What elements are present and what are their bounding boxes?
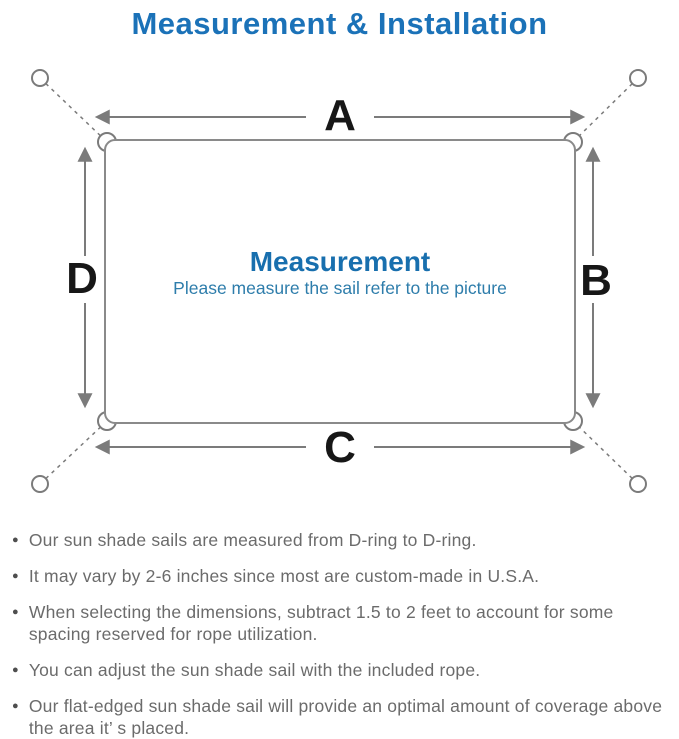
anchor-point-top-right [629,69,647,87]
note-text: When selecting the dimensions, subtract … [28,602,614,644]
notes-list: ● Our sun shade sails are measured from … [0,529,679,739]
page-title: Measurement & Installation [131,6,548,41]
guy-line-top-right [572,77,639,143]
note-text: Our flat-edged sun shade sail will provi… [28,696,663,738]
anchor-point-bottom-right [629,475,647,493]
sail-center-subtitle: Please measure the sail refer to the pic… [173,278,507,298]
measurement-diagram: A B C D Measurement Please measure the s… [0,60,679,520]
anchor-point-top-left [31,69,49,87]
note-item: ● It may vary by 2-6 inches since most a… [12,565,671,587]
dim-label-c: C [324,423,356,472]
guy-line-top-left [39,77,108,143]
sail-outline [104,139,576,424]
note-text: Our sun shade sails are measured from D-… [28,530,477,550]
anchor-point-bottom-left [31,475,49,493]
dim-label-d: D [66,254,98,303]
bullet-icon: ● [12,606,19,618]
bullet-icon: ● [12,700,19,712]
note-item: ● Our flat-edged sun shade sail will pro… [12,695,671,739]
bullet-icon: ● [12,570,19,582]
dim-label-b: B [580,256,612,305]
note-text: It may vary by 2-6 inches since most are… [28,566,540,586]
sail-center-title: Measurement [250,246,431,277]
bullet-icon: ● [12,534,19,546]
note-text: You can adjust the sun shade sail with t… [28,660,481,680]
note-item: ● When selecting the dimensions, subtrac… [12,601,671,645]
note-item: ● Our sun shade sails are measured from … [12,529,671,551]
bullet-icon: ● [12,664,19,676]
guy-line-bottom-right [572,420,639,485]
guy-line-bottom-left [39,420,108,485]
note-item: ● You can adjust the sun shade sail with… [12,659,671,681]
dim-label-a: A [324,91,356,140]
sail-diagram-canvas: A B C D Measurement Please measure the s… [31,69,647,493]
